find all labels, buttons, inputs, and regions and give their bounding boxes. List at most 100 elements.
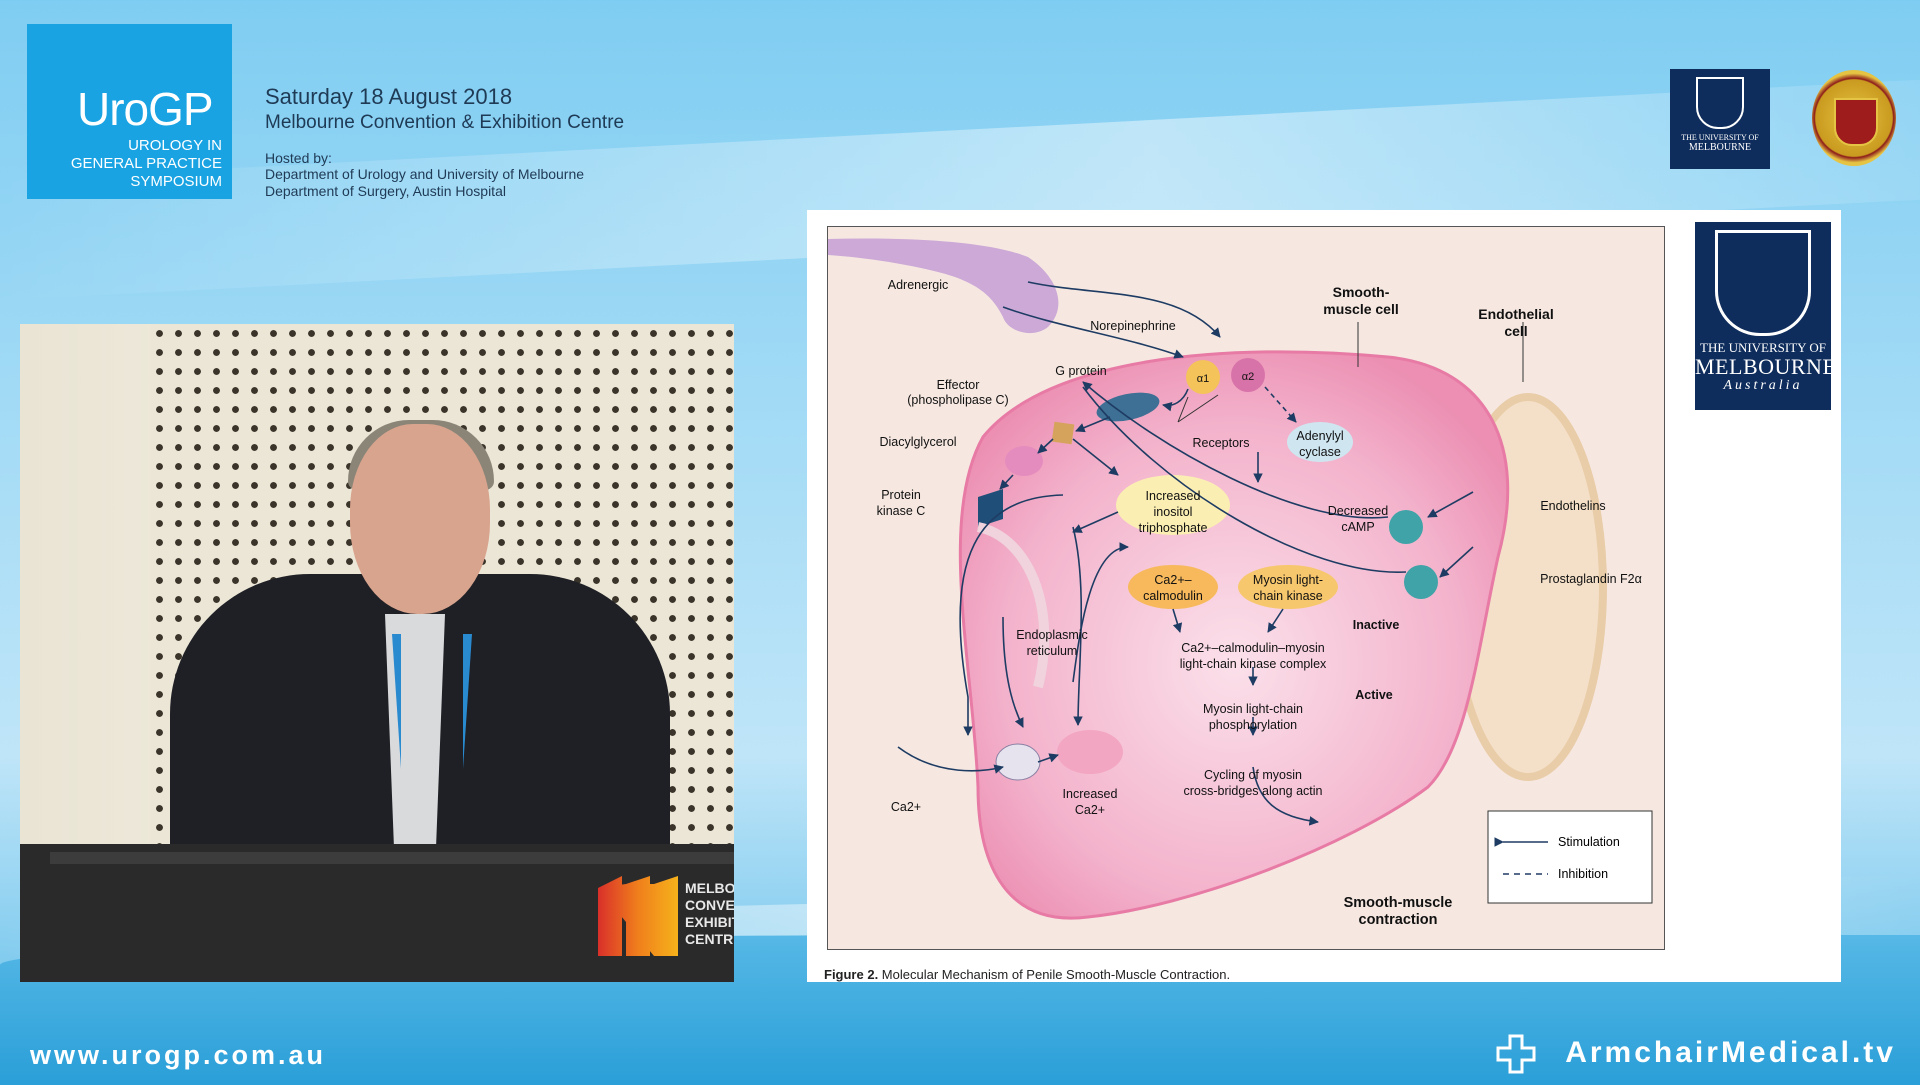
crest-icon: [1715, 230, 1811, 336]
uom-logo-text: MELBOURNE: [1688, 142, 1752, 153]
alpha1-receptor-icon: [1186, 360, 1220, 394]
legend-inhibition: Inhibition: [1558, 867, 1608, 881]
smooth-muscle-cell-shape: [958, 350, 1510, 920]
label-adenylyl-cyclase: cyclase: [1299, 445, 1341, 459]
label-pkc: Protein: [881, 488, 921, 502]
protein-kinase-c-icon: [978, 489, 1003, 527]
university-of-melbourne-logo-large: THE UNIVERSITY OF MELBOURNE Australia: [1695, 222, 1837, 410]
medical-cross-icon: [1496, 1034, 1536, 1074]
sign-line: MELBOU: [685, 880, 734, 896]
label-cycling: cross-bridges along actin: [1184, 784, 1323, 798]
diagram-labels: Adrenergic Norepinephrine Smooth- muscle…: [877, 278, 1642, 928]
label-decreased-camp: Decreased: [1328, 504, 1388, 518]
armchairmedical-brand: ArmchairMedical.tv: [1565, 1036, 1896, 1069]
uom-logo-line: MELBOURNE: [1695, 354, 1837, 379]
sign-line: CONVEN: [685, 897, 734, 913]
caption-label: Figure 2.: [824, 967, 879, 982]
label-adenylyl-cyclase: Adenylyl: [1296, 429, 1343, 443]
urogp-logo: UroGP UROLOGY IN GENERAL PRACTICE SYMPOS…: [27, 24, 232, 199]
university-of-melbourne-logo: THE UNIVERSITY OF MELBOURNE: [1670, 69, 1770, 169]
label-mlck: Myosin light-: [1253, 573, 1323, 587]
label-effector: Effector: [937, 378, 980, 392]
label-prostaglandin: Prostaglandin F2α: [1540, 572, 1642, 586]
event-info: Saturday 18 August 2018 Melbourne Conven…: [265, 84, 624, 200]
sign-line: CENTRE: [685, 931, 734, 947]
label-phosphorylation: phosphorylation: [1209, 718, 1297, 732]
label-cycling: Cycling of myosin: [1204, 768, 1302, 782]
label-active: Active: [1355, 688, 1393, 702]
mlck-shape: [1238, 565, 1338, 609]
increased-ca-shape: [1057, 730, 1123, 774]
presentation-slide: Adrenergic Norepinephrine Smooth- muscle…: [807, 210, 1841, 982]
label-diacylglycerol: Diacylglycerol: [879, 435, 956, 449]
label-complex: Ca2+–calmodulin–myosin: [1181, 641, 1325, 655]
label-contraction: contraction: [1359, 912, 1438, 928]
legend-stimulation: Stimulation: [1558, 835, 1620, 849]
label-contraction: Smooth-muscle: [1344, 895, 1453, 911]
crest-icon: [1696, 77, 1744, 129]
label-decreased-camp: cAMP: [1341, 520, 1374, 534]
label-calmodulin: Ca2+–: [1154, 573, 1191, 587]
calmodulin-shape: [1128, 565, 1218, 609]
label-ca: Ca2+: [891, 800, 921, 814]
label-adrenergic: Adrenergic: [888, 278, 948, 292]
label-mlck: chain kinase: [1253, 589, 1323, 603]
endoplasmic-reticulum-shape: [976, 522, 1050, 689]
label-er: reticulum: [1027, 644, 1078, 658]
arrow-lines: [897, 281, 1474, 826]
label-norepinephrine: Norepinephrine: [1090, 319, 1176, 333]
hosted-by-label: Hosted by:: [265, 150, 332, 166]
event-venue: Melbourne Convention & Exhibition Centre: [265, 112, 625, 133]
endothelin-receptor-icon: [1389, 510, 1423, 544]
mechanism-diagram: Adrenergic Norepinephrine Smooth- muscle…: [828, 238, 1653, 928]
label-effector: (phospholipase C): [907, 393, 1008, 407]
caption-text: Molecular Mechanism of Penile Smooth-Mus…: [878, 967, 1231, 982]
label-smooth-muscle-cell: muscle cell: [1323, 301, 1399, 317]
mcec-sign-text: MELBOU CONVEN EXHIBIT CENTRE: [685, 880, 734, 948]
label-g-protein: G protein: [1055, 364, 1106, 378]
logo-subtitle-line: GENERAL PRACTICE: [70, 155, 222, 172]
austin-hospital-crest: [1812, 70, 1896, 166]
label-receptors: Receptors: [1193, 436, 1250, 450]
label-alpha1: α1: [1197, 373, 1209, 385]
crest-icon: [1834, 98, 1878, 146]
label-endothelial-cell: Endothelial: [1478, 306, 1553, 322]
adenylyl-cyclase-shape: [1287, 422, 1353, 462]
mcec-logo-icon: [598, 876, 678, 956]
g-protein-icon: [1096, 392, 1160, 422]
alpha2-receptor-icon: [1231, 358, 1265, 392]
callout-lines: [1177, 322, 1524, 423]
adrenergic-neuron: [828, 238, 1059, 334]
uom-logo-text: THE UNIVERSITY OF: [1681, 133, 1759, 142]
label-endothelial-cell: cell: [1504, 323, 1527, 339]
label-ip3: inositol: [1154, 505, 1193, 519]
label-ip3: triphosphate: [1139, 521, 1208, 535]
host-line: Department of Urology and University of …: [265, 166, 585, 182]
logo-subtitle-line: SYMPOSIUM: [130, 173, 222, 190]
logo-subtitle-line: UROLOGY IN: [128, 137, 222, 154]
sign-line: EXHIBIT: [685, 914, 734, 930]
effector-icon: [1051, 421, 1075, 445]
uom-logo-line: Australia: [1723, 378, 1803, 393]
prostaglandin-receptor-icon: [1404, 565, 1438, 599]
speaker-video: MELBOU CONVEN EXHIBIT CENTRE: [20, 324, 734, 982]
website-url: www.urogp.com.au: [30, 1040, 327, 1070]
label-pkc: kinase C: [877, 504, 926, 518]
legend: Stimulation Inhibition: [1487, 810, 1653, 904]
label-phosphorylation: Myosin light-chain: [1203, 702, 1303, 716]
inhibition-arrow: [1264, 386, 1297, 423]
label-alpha2: α2: [1242, 371, 1254, 383]
figure-diagram: Adrenergic Norepinephrine Smooth- muscle…: [827, 226, 1665, 950]
ca-channel-icon: [995, 743, 1041, 781]
diacylglycerol-icon: [1005, 446, 1043, 476]
label-endothelins: Endothelins: [1540, 499, 1605, 513]
logo-title: UroGP: [77, 83, 214, 135]
label-complex: light-chain kinase complex: [1180, 657, 1327, 671]
ip3-shape: [1116, 475, 1230, 535]
label-increased-ca: Increased: [1063, 787, 1118, 801]
speaker-head: [350, 424, 490, 614]
label-increased-ca: Ca2+: [1075, 803, 1105, 817]
label-er: Endoplasmic: [1016, 628, 1088, 642]
label-smooth-muscle-cell: Smooth-: [1333, 284, 1390, 300]
label-calmodulin: calmodulin: [1143, 589, 1203, 603]
